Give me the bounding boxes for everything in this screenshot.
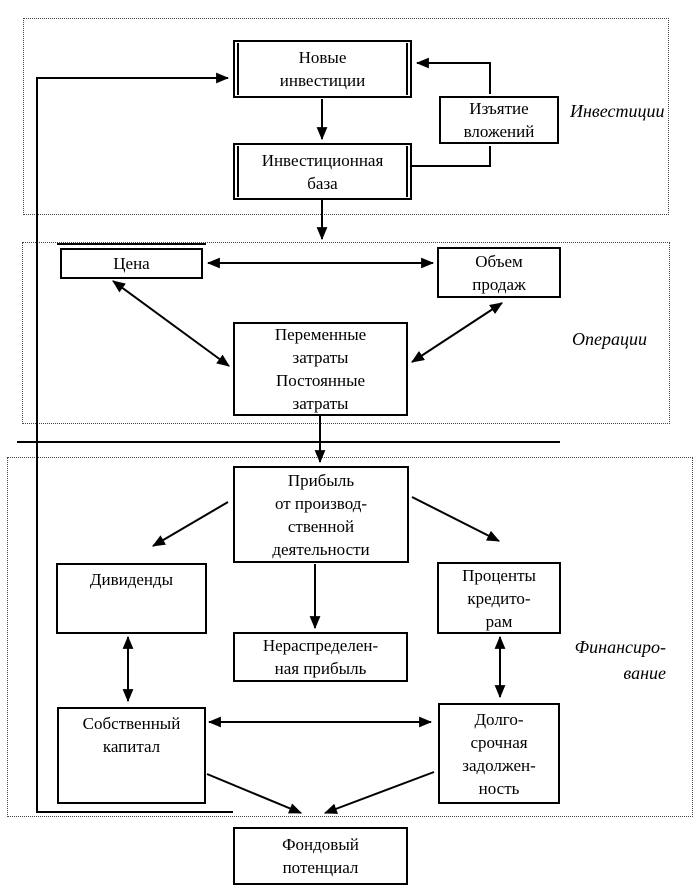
arrow-divestment-to-newinv	[415, 57, 491, 94]
section-investments-frame	[23, 18, 669, 215]
box-creditor-interest: Проценты кредито- рам	[437, 562, 561, 634]
box-price: Цена	[60, 248, 203, 279]
box-investment-base: Инвестиционная база	[233, 143, 412, 200]
box-dividends: Дивиденды	[56, 563, 207, 634]
arrow-profit-to-dividends	[152, 501, 229, 547]
line-base-to-divestment	[411, 146, 491, 167]
arrow-price-costs	[112, 280, 230, 367]
arrow-equity-to-fund	[206, 773, 303, 814]
box-new-investments: Новые инвестиции	[233, 40, 412, 98]
box-operating-profit: Прибыль от производ- ственной деятельнос…	[233, 466, 409, 563]
label-financing: Финансиро- вание	[574, 637, 666, 683]
arrow-profit-to-interest	[411, 496, 500, 542]
box-sales-volume: Объем продаж	[437, 247, 561, 298]
box-costs: Переменные затраты Постоянные затраты	[233, 322, 408, 416]
section-financing-frame	[7, 457, 693, 817]
arrow-costs-volume	[411, 302, 503, 363]
label-operations: Операции	[572, 329, 647, 349]
box-divestment: Изъятие вложений	[439, 96, 559, 144]
label-investments: Инвестиции	[570, 101, 665, 121]
box-retained-earnings: Нераспределен- ная прибыль	[233, 632, 408, 682]
box-equity: Собственный капитал	[57, 707, 206, 804]
box-fund-potential: Фондовый потенциал	[233, 827, 408, 885]
box-long-term-debt: Долго- срочная задолжен- ность	[438, 703, 560, 804]
section-operations-frame	[22, 242, 670, 424]
arrow-debt-to-fund	[323, 771, 435, 814]
arrow-feedback-loop	[36, 72, 233, 813]
